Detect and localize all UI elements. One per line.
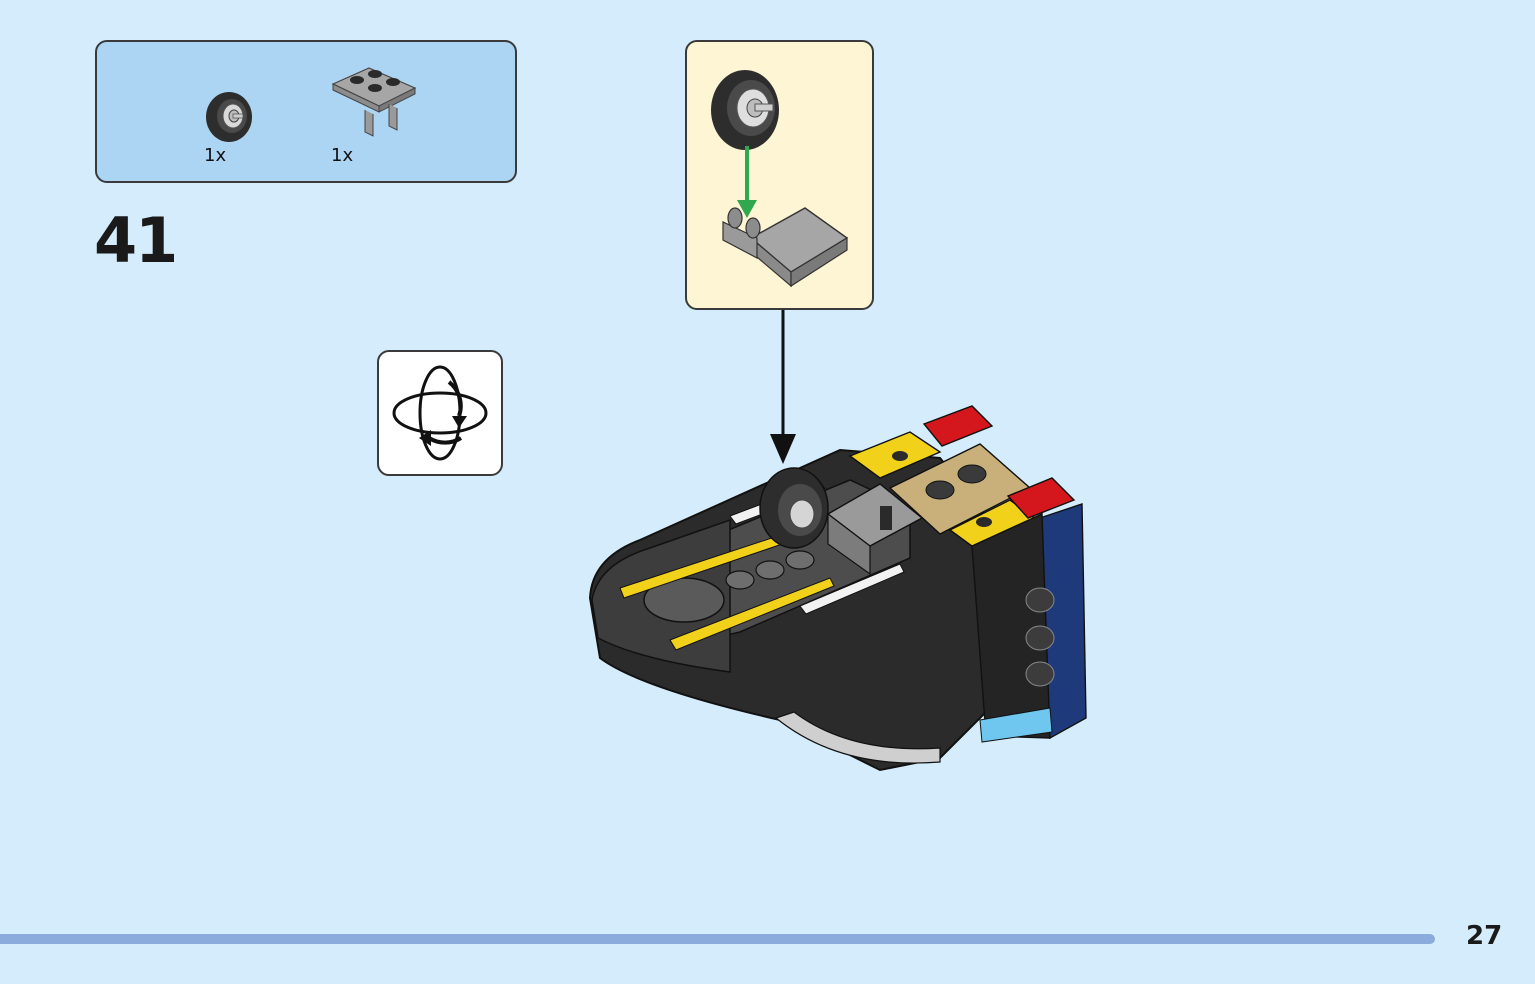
- tire-wheel-icon: [759, 467, 829, 549]
- insertion-arrow-icon: [770, 310, 796, 464]
- step-number: 41: [94, 204, 178, 277]
- main-model-illustration: [580, 308, 1100, 783]
- subassembly-callout: [685, 40, 874, 310]
- page-progress-bar: [0, 934, 1435, 944]
- page-number: 27: [1466, 921, 1503, 951]
- part-item-wheel: [202, 90, 256, 149]
- part-quantity: 1x: [331, 145, 354, 166]
- tire-wheel-icon: [711, 70, 779, 150]
- vehicle-model-illustration: [588, 310, 1087, 772]
- rotate-model-callout: [377, 350, 503, 476]
- subassembly-illustration: [711, 70, 849, 288]
- part-quantity: 1x: [204, 145, 227, 166]
- guide-arrow-icon: [737, 146, 757, 218]
- parts-list-panel: 1x 1x: [95, 40, 517, 183]
- plate-with-clips-icon: [722, 207, 849, 288]
- tire-wheel-icon: [206, 92, 252, 142]
- part-item-plate: [329, 64, 419, 149]
- plate-with-clips-icon: [331, 67, 417, 137]
- rotate-model-icon: [392, 365, 488, 461]
